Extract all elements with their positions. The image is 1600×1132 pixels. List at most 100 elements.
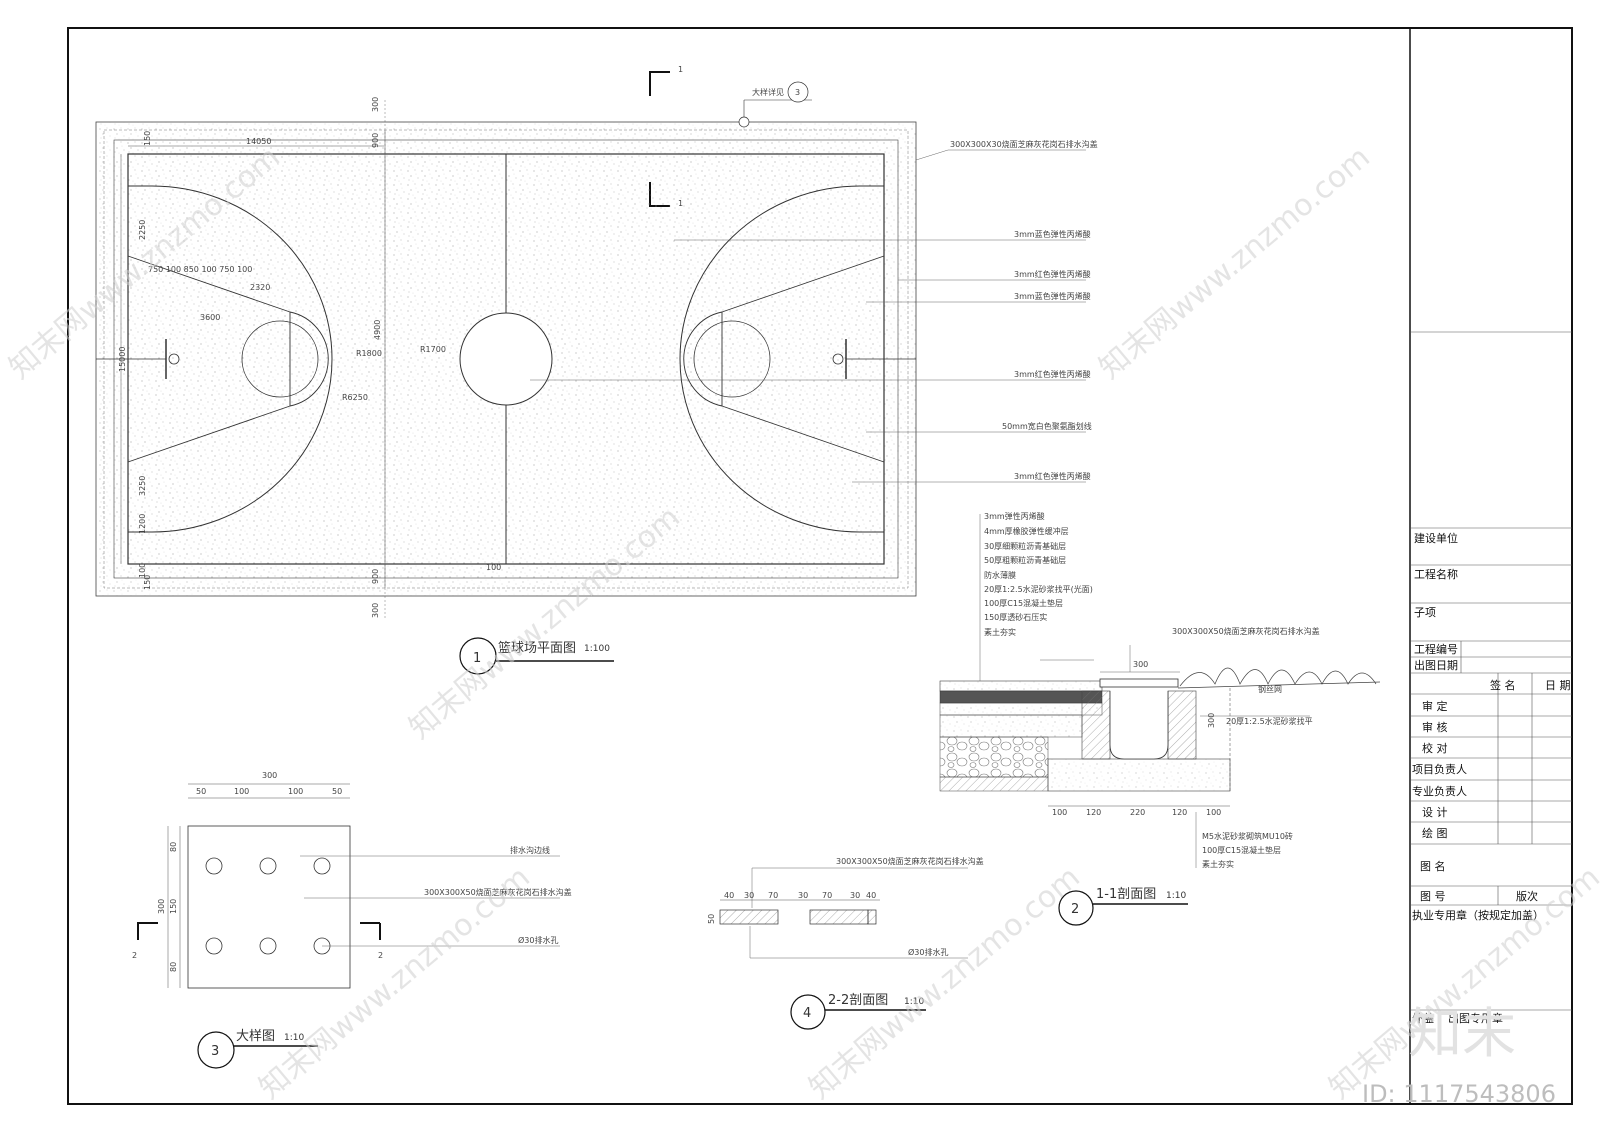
watermark-6: 知末网www.znzmo.com [1323,860,1600,1106]
dim-150a: 150 [143,131,152,146]
sec1-title-circle [1058,890,1094,926]
detail-w: 300 [262,771,277,780]
tb-role-5: 设 计 [1422,806,1448,819]
tb-role-0: 审 定 [1422,699,1448,713]
detail-hsub-0: 80 [169,842,178,852]
tb-sign: 签 名 [1490,678,1516,692]
tb-seal: 执业专用章（按规定加盖） [1412,908,1544,922]
dim-100b: 100 [138,563,147,578]
detail-edge: 排水沟边线 [510,845,550,855]
detail-ref-mark [738,116,750,128]
three-point-right [679,185,884,533]
dim-key: 750 100 850 100 750 100 [148,265,252,274]
sec1-base [1047,758,1231,792]
sec1-asphalt [939,690,1103,704]
ft-arc-left [289,311,329,407]
detail-hole-1 [205,857,223,875]
sec1-soil: 素土夯实 [1202,859,1234,869]
watermark-4: 知末网www.znzmo.com [803,860,1087,1106]
layer-8: 素土夯实 [984,627,1016,637]
watermark-3: 知末网www.znzmo.com [1093,140,1377,386]
dim-2250: 2250 [138,220,147,240]
watermark-id: ID: 1117543806 [1362,1080,1556,1108]
sec2-h: 50 [707,914,716,924]
ft-circle-left [241,320,319,398]
tb-drawing-no: 图 号 [1420,890,1446,903]
dim-bot300: 300 [371,603,380,618]
sec1-mortar [939,702,1103,716]
lane-right-bottom [721,405,885,463]
note-red3: 3mm红色弹性丙烯酸 [1014,471,1091,481]
detail-drawing [167,783,560,989]
sec1-concrete [939,714,1083,738]
sec2-right-slab [867,909,877,925]
sec1-wall-right [1167,690,1197,760]
dim-150b: 150 [143,575,152,590]
layer-0: 3mm弹性丙烯酸 [984,511,1045,521]
tb-role-3: 项目负责人 [1412,762,1467,776]
tb-role-2: 校 对 [1422,741,1448,755]
sec1-drain: 300X300X50烧面芝麻灰花岗石排水沟盖 [1172,626,1320,636]
note-red1: 3mm红色弹性丙烯酸 [1014,269,1091,279]
hoop-right [832,353,844,365]
sec2-title-no: 4 [803,1006,811,1021]
sec2-dim-5: 30 [850,891,860,900]
plan-title-no: 1 [473,651,481,666]
sec1-gravel [939,736,1049,778]
detail-ref-no: 3 [795,88,800,97]
hoop-left [168,353,180,365]
dim-top300: 300 [371,97,380,112]
watermark-5: 知末网www.znzmo.com [253,860,537,1106]
tb-version: 版次 [1516,889,1538,903]
dim-4900: 4900 [373,320,382,340]
dim-r1700: R1700 [420,345,446,354]
detail-hsub-2: 80 [169,962,178,972]
sec1-mesh: 钢丝网 [1258,684,1282,694]
sec2-dim-4: 70 [822,891,832,900]
lane-left-top [127,255,291,313]
watermark-logo: 知末 [1408,1002,1516,1065]
dim-r6250: R6250 [342,393,368,402]
dim-2320: 2320 [250,283,270,292]
sec1-scale: 1:10 [1166,891,1186,901]
sec1-dim-2: 220 [1130,808,1145,817]
sec1-conc: 100厚C15混凝土垫层 [1202,845,1281,855]
tb-project-no: 工程编号 [1414,642,1458,656]
detail-sub-3: 50 [332,787,342,796]
layer-6: 100厚C15混凝土垫层 [984,598,1063,608]
dim-r1800: R1800 [356,349,382,358]
sec1-channel [1109,691,1169,760]
sec1-cover [1099,678,1179,688]
sec2-mid-slab [809,909,869,925]
layer-5: 20厚1:2.5水泥砂浆找平(光面) [984,584,1093,594]
layer-3: 50厚粗颗粒沥青基础层 [984,555,1066,565]
ft-arc-right [683,311,723,407]
detail-cover [187,825,351,989]
lane-right-top [721,255,885,313]
detail-scale: 1:10 [284,1033,304,1043]
detail-hole: Ø30排水孔 [518,935,558,945]
dim-100: 100 [486,563,501,572]
dim-3250: 3250 [138,476,147,496]
dim-900a: 900 [371,133,380,148]
sec2-dim-2: 70 [768,891,778,900]
dim-1200: 1200 [138,514,147,534]
sec1-title: 1-1剖面图 [1096,887,1156,902]
detail-cover-note: 300X300X50烧面芝麻灰花岗石排水沟盖 [424,887,572,897]
detail-title-circle [197,1031,235,1069]
tb-sign-date: 日 期 [1545,679,1571,692]
center-circle [459,312,553,406]
note-blue1: 3mm蓝色弹性丙烯酸 [1014,229,1091,239]
sec1-soil [939,776,1049,792]
detail-title: 大样图 [236,1029,275,1044]
sec2-scale: 1:10 [904,997,924,1007]
layer-7: 150厚透砂石压实 [984,612,1047,622]
plan-leaders [530,149,1086,483]
detail-cut-left: 2 [132,951,137,960]
section-2-2 [719,867,968,959]
detail-h: 300 [157,899,166,914]
note-red2: 3mm红色弹性丙烯酸 [1014,369,1091,379]
tb-role-6: 绘 图 [1422,826,1448,840]
sec2-left-slab [719,909,779,925]
sec2-title-circle [790,994,826,1030]
